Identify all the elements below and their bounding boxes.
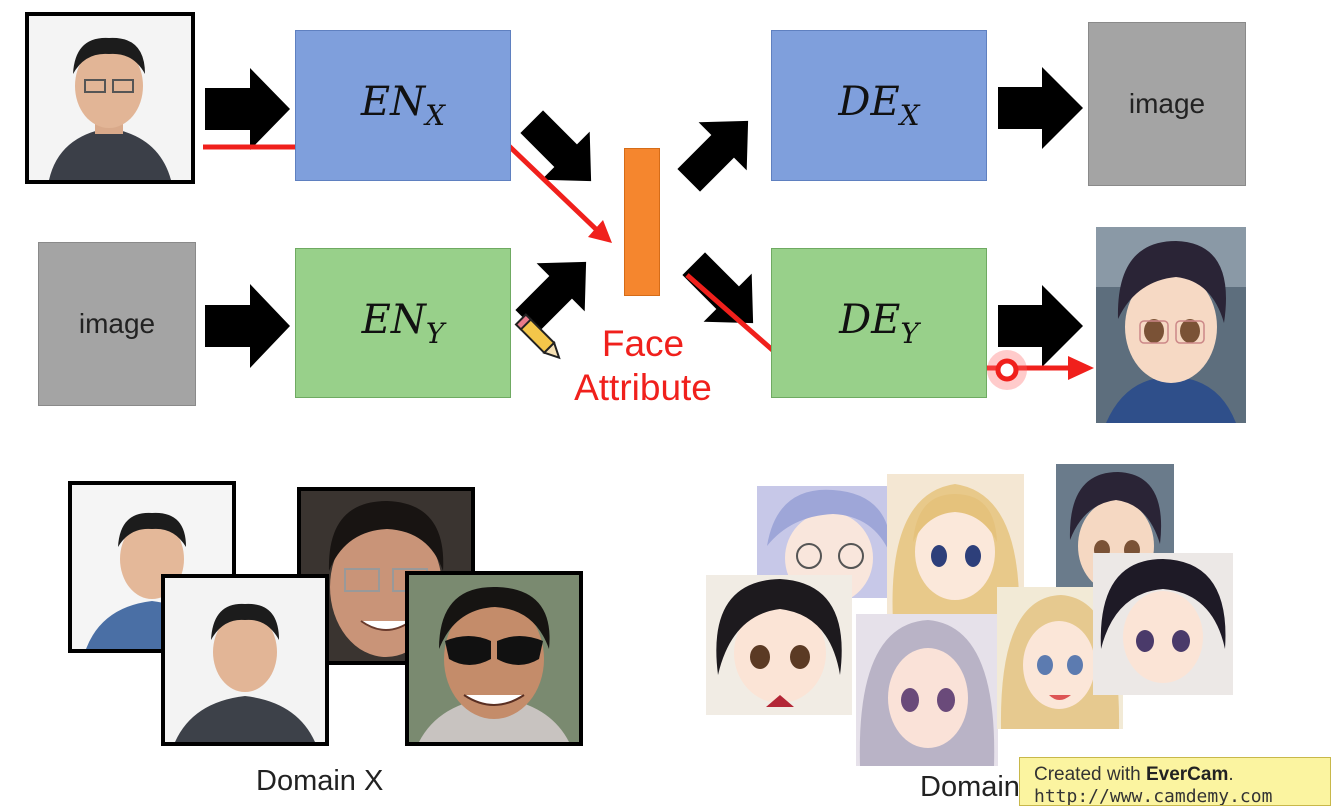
pencil-icon bbox=[514, 313, 561, 360]
cursor-dot bbox=[995, 358, 1019, 382]
red-arrowhead-decode bbox=[1068, 356, 1094, 380]
domain-y-anime-4 bbox=[706, 575, 852, 715]
red-arrowhead-encode bbox=[588, 220, 612, 243]
arrow-dex-to-image bbox=[998, 67, 1083, 149]
arrow-latent-to-dey bbox=[682, 252, 754, 324]
watermark-line1: Created with EverCam. bbox=[1034, 764, 1234, 785]
domain-x-photo-3 bbox=[161, 574, 329, 746]
image-label-bottom: image bbox=[78, 308, 156, 339]
arrow-image-to-eny bbox=[205, 284, 290, 368]
face-attribute-vector bbox=[624, 148, 660, 296]
decoder-y-block: DEY bbox=[771, 248, 987, 398]
arrow-photo-to-enx bbox=[205, 68, 290, 150]
domain-y-anime-5 bbox=[856, 614, 998, 766]
arrow-latent-to-dex bbox=[677, 120, 749, 192]
face-attribute-label: Face Attribute bbox=[548, 322, 738, 410]
encoder-y-block: ENY bbox=[295, 248, 511, 398]
face-attribute-line1: Face bbox=[601, 323, 685, 364]
domain-x-photo-4 bbox=[405, 571, 583, 746]
watermark-url: http://www.camdemy.com bbox=[1034, 786, 1273, 806]
output-anime-face bbox=[1096, 227, 1246, 423]
image-label-top: image bbox=[1128, 88, 1206, 119]
decoder-x-block: DEX bbox=[771, 30, 987, 181]
arrow-eny-to-latent bbox=[515, 261, 587, 333]
domain-y-caption: Domain bbox=[920, 771, 1020, 803]
face-attribute-line2: Attribute bbox=[574, 367, 712, 408]
input-image-y: image bbox=[38, 242, 196, 406]
arrow-enx-to-latent bbox=[520, 110, 592, 182]
domain-y-anime-7 bbox=[1093, 553, 1233, 695]
input-photo-domain-x bbox=[25, 12, 195, 184]
decoder-x-label: DEX bbox=[838, 79, 920, 132]
encoder-x-label: ENX bbox=[360, 79, 446, 132]
encoder-x-block: ENX bbox=[295, 30, 511, 181]
domain-x-caption: Domain X bbox=[256, 765, 384, 797]
arrow-dey-to-output bbox=[998, 285, 1083, 367]
decoder-y-label: DEY bbox=[839, 296, 919, 350]
output-image-x: image bbox=[1088, 22, 1246, 186]
evercam-watermark: Created with EverCam. http://www.camdemy… bbox=[1019, 757, 1331, 806]
encoder-y-label: ENY bbox=[361, 296, 445, 350]
